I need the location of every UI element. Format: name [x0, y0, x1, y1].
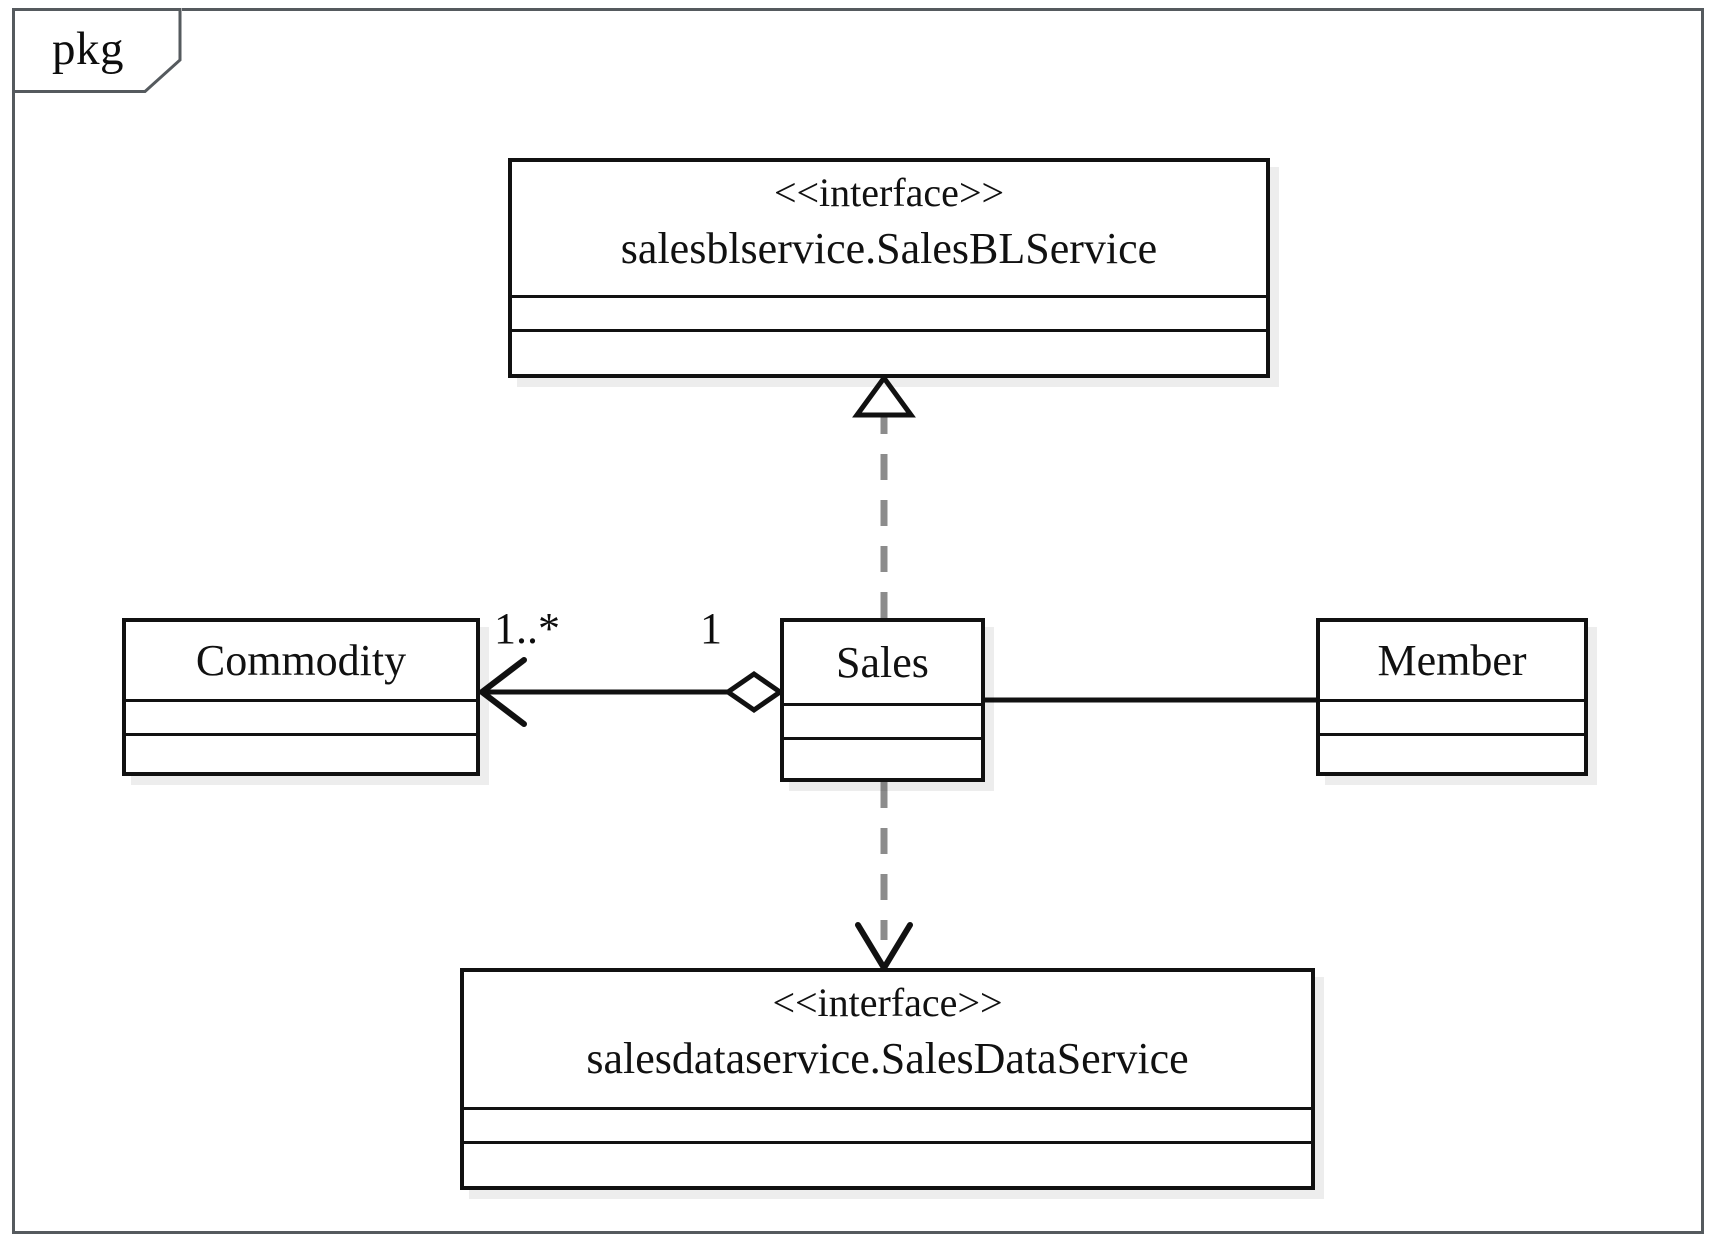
class-attributes-compartment — [1320, 702, 1584, 736]
class-name-label: Commodity — [195, 635, 407, 685]
stereotype-label: <<interface>> — [773, 170, 1005, 215]
class-name-compartment: Sales — [784, 622, 981, 706]
class-attributes-compartment — [784, 706, 981, 740]
class-name-label: Sales — [836, 637, 929, 687]
class-box-sales[interactable]: Sales — [780, 618, 985, 782]
class-box-salesblservice[interactable]: <<interface>> salesblservice.SalesBLServ… — [508, 158, 1270, 378]
class-name-compartment: Member — [1320, 622, 1584, 702]
stereotype-label: <<interface>> — [772, 980, 1003, 1025]
package-name-tab: pkg — [12, 8, 182, 93]
class-name-compartment: Commodity — [126, 622, 476, 702]
multiplicity-label-sales-end: 1 — [700, 604, 722, 653]
class-box-member[interactable]: Member — [1316, 618, 1588, 776]
package-name-label: pkg — [52, 23, 124, 75]
class-name-label: Member — [1377, 635, 1527, 685]
class-attributes-compartment — [464, 1110, 1311, 1144]
class-operations-compartment — [784, 740, 981, 778]
class-name-compartment: <<interface>> salesdataservice.SalesData… — [464, 972, 1311, 1110]
class-name-label: salesblservice.SalesBLService — [620, 224, 1158, 273]
class-operations-compartment — [464, 1144, 1311, 1187]
class-name-label: salesdataservice.SalesDataService — [586, 1034, 1189, 1083]
class-box-salesdataservice[interactable]: <<interface>> salesdataservice.SalesData… — [460, 968, 1315, 1190]
class-attributes-compartment — [512, 298, 1266, 332]
class-attributes-compartment — [126, 702, 476, 736]
class-operations-compartment — [126, 736, 476, 773]
class-box-commodity[interactable]: Commodity — [122, 618, 480, 776]
multiplicity-label-commodity-end: 1..* — [494, 604, 560, 653]
class-operations-compartment — [1320, 736, 1584, 773]
class-operations-compartment — [512, 332, 1266, 375]
class-name-compartment: <<interface>> salesblservice.SalesBLServ… — [512, 162, 1266, 298]
